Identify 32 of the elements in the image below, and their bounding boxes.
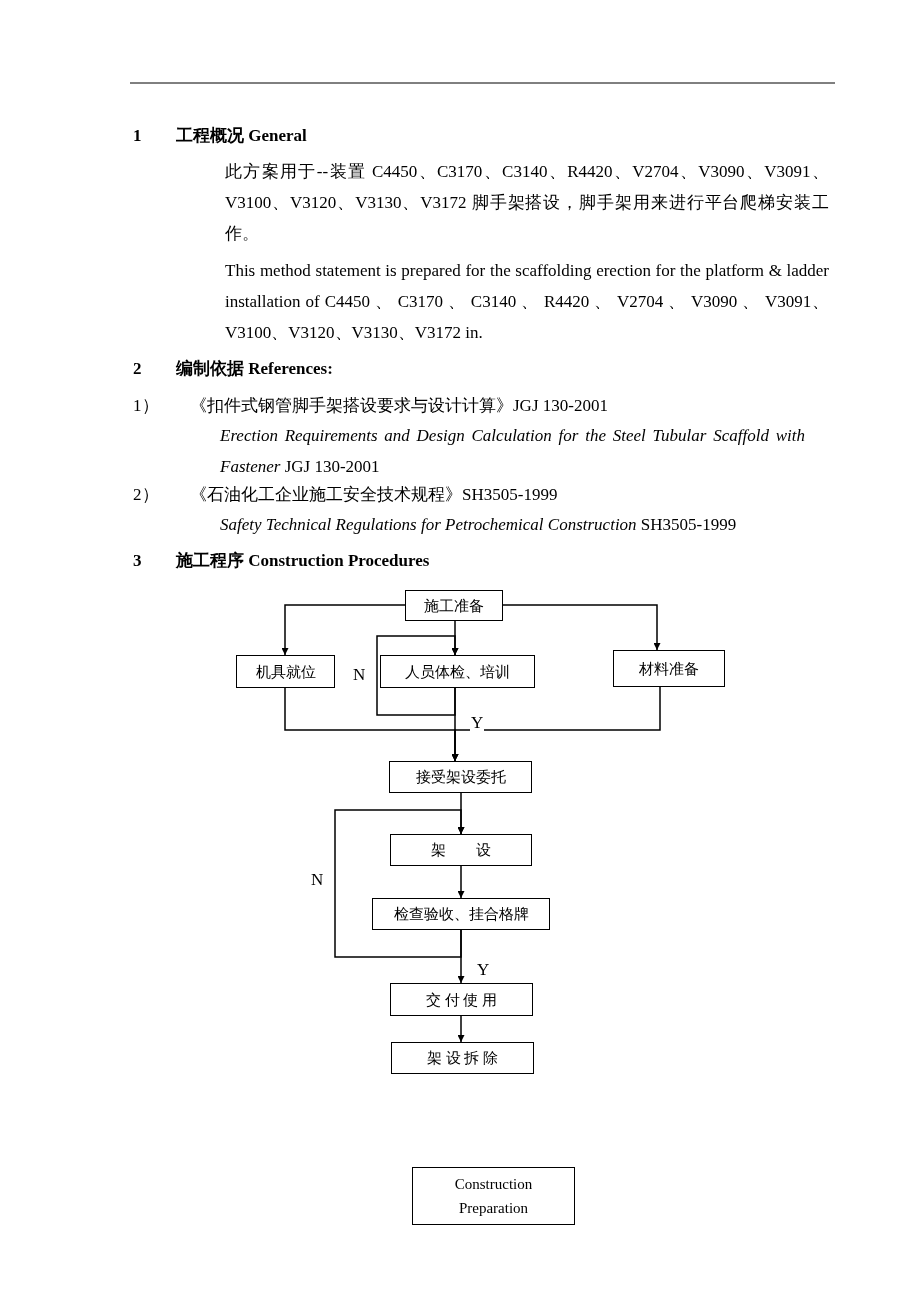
arrow (457, 929, 465, 984)
arrow (451, 686, 661, 762)
section-number: 2 (133, 358, 142, 380)
process-box: 人员体检、培训 (380, 655, 535, 688)
process-box: 检查验收、挂合格牌 (372, 898, 550, 930)
list-number: 1） (133, 395, 159, 417)
process-box: 架 设 拆 除 (391, 1042, 534, 1074)
list-number: 2） (133, 484, 159, 506)
paragraph: This method statement is prepared for the scaffolding erection for the platform & ladder installation of C4450 、 C3170 、 C3140 、 R4420 、 V2704 、 V3090 、 V3091、V3100、V3120、V3130、V3172 in. (225, 260, 829, 344)
arrow (502, 604, 661, 651)
process-box: 机具就位 (236, 655, 335, 688)
process-box: 架 设 (390, 834, 532, 866)
paragraph: 此方案用于--装置 C4450、C3170、C3140、R4420、V2704、V3090、V3091、V3100、V3120、V3130、V3172 脚手架搭设，脚手架用来进行平台爬梯安装工作。 (225, 161, 829, 245)
section-number: 1 (133, 125, 142, 147)
arrow (457, 865, 465, 899)
reference-title: 《石油化工企业施工安全技术规程》SH3505-1999 (190, 484, 558, 506)
process-box: Construction Preparation (412, 1167, 575, 1225)
process-box: 交 付 使 用 (390, 983, 533, 1016)
arrow (334, 809, 465, 958)
reference-translation: Erection Requirements and Design Calculation for the Steel Tubular Scaffold with Fastener JGJ 130-2001 (220, 425, 805, 478)
section-number: 3 (133, 550, 142, 572)
reference-title: 《扣件式钢管脚手架搭设要求与设计计算》JGJ 130-2001 (190, 395, 608, 417)
section-heading: 工程概况 General (176, 125, 307, 147)
reference-translation: Safety Technical Regulations for Petrochemical Construction SH3505-1999 (220, 514, 737, 536)
section-heading: 编制依据 References: (176, 358, 333, 380)
arrow (457, 1015, 465, 1043)
arrow (376, 635, 459, 716)
process-box: 施工准备 (405, 590, 503, 621)
process-box: 接受架设委托 (389, 761, 532, 793)
process-box: 材料准备 (613, 650, 725, 687)
section-heading: 施工程序 Construction Procedures (176, 550, 430, 572)
arrow (281, 604, 406, 656)
